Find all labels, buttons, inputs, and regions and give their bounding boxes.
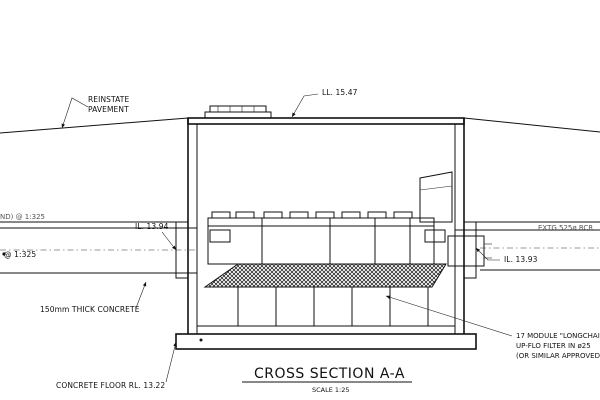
leader-lines (61, 93, 513, 383)
lid-level-label: LL. 15.47 (322, 88, 358, 97)
drawing-title-block: CROSS SECTION A-A SCALE 1:25 (242, 366, 412, 394)
filter-modules (203, 171, 453, 326)
pit-structure (175, 117, 477, 350)
ground-surface (0, 117, 600, 223)
inlet-level-label: IL. 13.94 (135, 222, 169, 231)
section-title: CROSS SECTION A-A (254, 366, 405, 382)
reinstate-label: REINSTATE (88, 95, 129, 104)
scale-label: SCALE 1:25 (312, 386, 350, 394)
access-cover (204, 105, 272, 119)
left-pipe-upper-label: ND) @ 1:325 (0, 213, 45, 221)
inlet-pipe (0, 221, 197, 279)
concrete-thickness-label: 150mm THICK CONCRETE (40, 305, 140, 314)
concrete-floor-label: CONCRETE FLOOR RL. 13.22 (56, 381, 165, 390)
outlet-level-label: IL. 13.93 (504, 255, 538, 264)
pavement-label: PAVEMENT (88, 105, 129, 114)
module-label-line1: 17 MODULE "LONGCHAI (516, 332, 600, 340)
module-label-line2: UP-FLO FILTER IN ø25 (516, 342, 591, 350)
left-pipe-lower-label: @ 1:325 (4, 250, 36, 259)
existing-pipe-label: EXTG 525ø RCR (538, 224, 593, 232)
module-label-line3: (OR SIMILAR APPROVED (516, 352, 600, 360)
